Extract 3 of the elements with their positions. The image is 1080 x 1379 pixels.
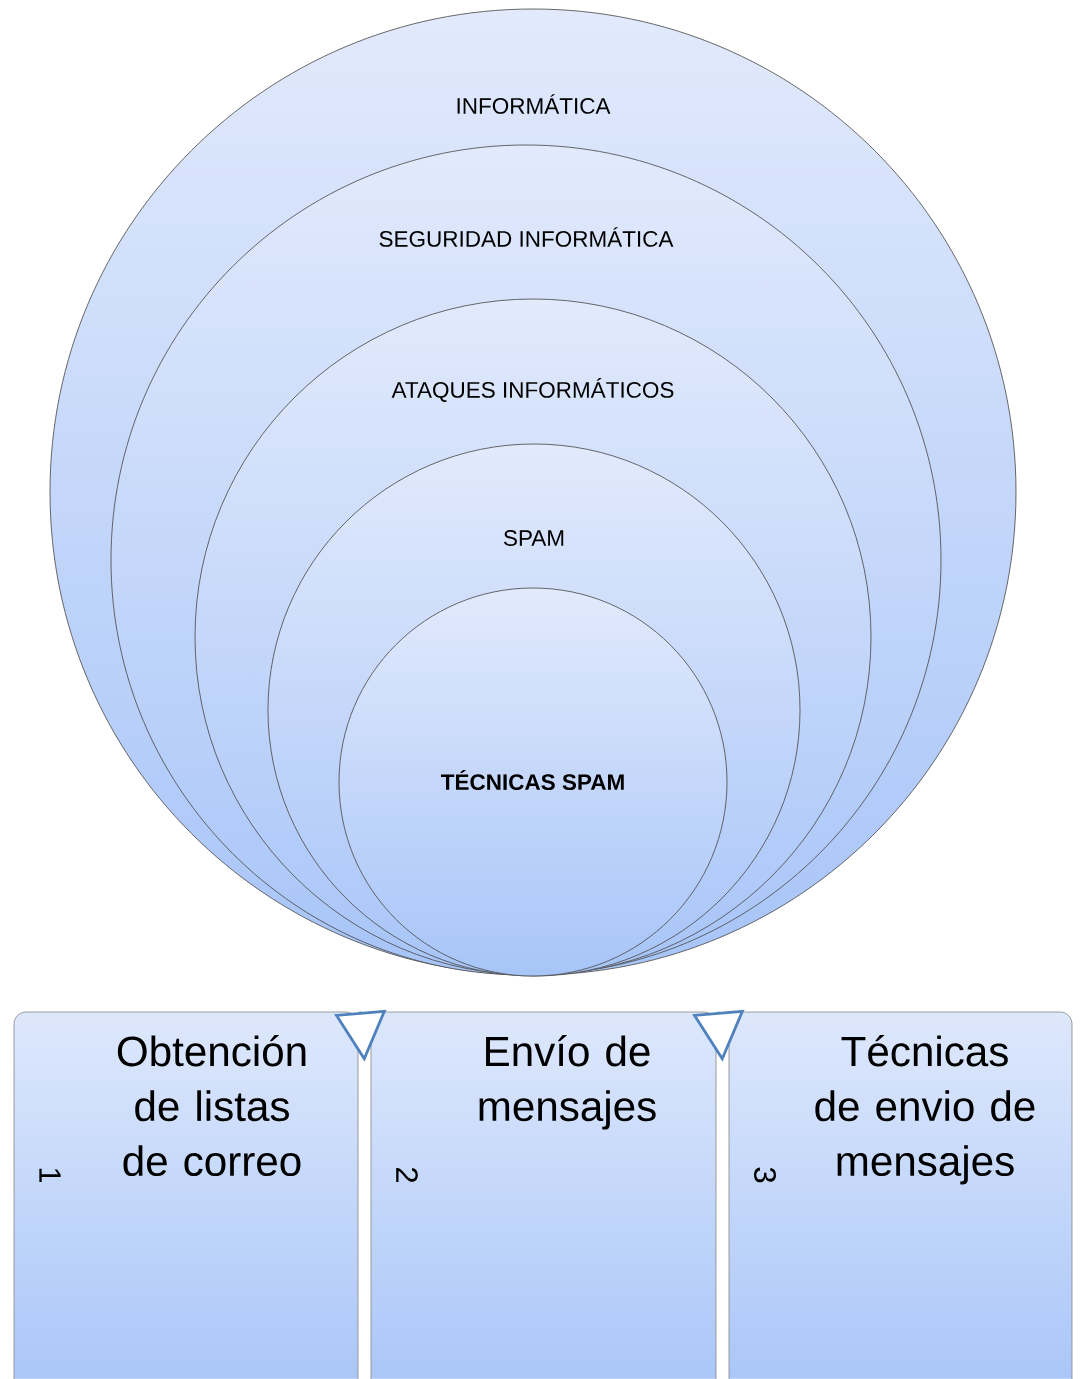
process-box: 3 Técnicas de envio de mensajes xyxy=(728,1011,1073,1379)
process-box: 2 Envío de mensajes xyxy=(370,1011,717,1379)
process-box: 1 Obtención de listas de correo xyxy=(13,1011,359,1379)
